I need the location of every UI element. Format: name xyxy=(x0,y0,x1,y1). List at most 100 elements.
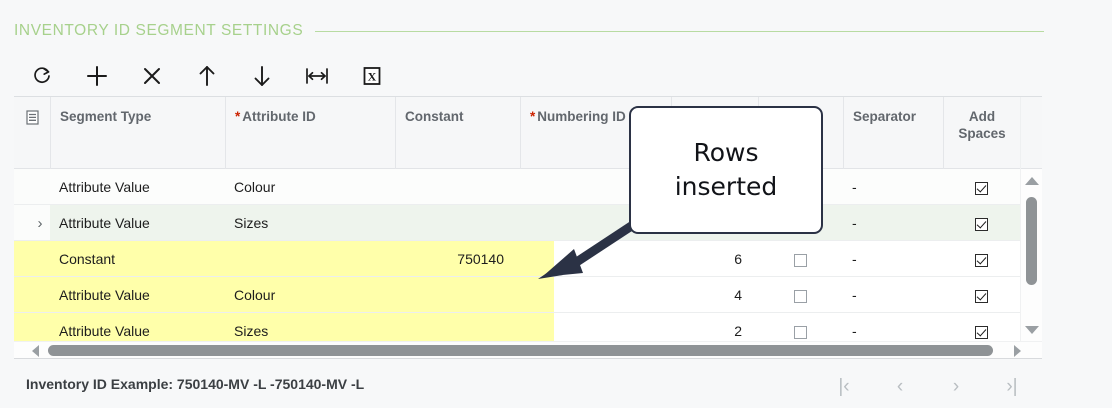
cell-constant[interactable] xyxy=(395,205,520,241)
cell-separator[interactable]: - xyxy=(852,215,857,231)
add-spaces-checkbox[interactable] xyxy=(975,217,988,231)
editable-checkbox[interactable] xyxy=(794,253,807,267)
cell-editable[interactable] xyxy=(758,277,843,313)
row-gutter xyxy=(14,313,50,344)
grid-footer: Inventory ID Example: 750140-MV -L -7501… xyxy=(0,366,1112,408)
cell-add-spaces[interactable] xyxy=(943,277,1020,313)
cell-editable[interactable] xyxy=(758,241,843,277)
vertical-scrollbar[interactable] xyxy=(1020,169,1042,344)
section-header: INVENTORY ID SEGMENT SETTINGS xyxy=(0,18,1112,44)
add-icon[interactable] xyxy=(69,58,124,94)
add-spaces-checkbox[interactable] xyxy=(975,181,988,195)
delete-icon[interactable] xyxy=(124,58,179,94)
row-gutter xyxy=(14,241,50,276)
table-row[interactable]: Attribute Value Sizes 2 - xyxy=(14,313,1042,344)
table-row[interactable]: Attribute Value Colour 4 - xyxy=(14,277,1042,313)
add-spaces-checkbox[interactable] xyxy=(975,325,988,339)
cell-segment-type[interactable]: Attribute Value xyxy=(59,215,150,231)
column-header-scroll-gutter xyxy=(1020,97,1042,169)
inventory-id-example: Inventory ID Example: 750140-MV -L -7501… xyxy=(26,376,365,392)
column-header-attribute-id-label: Attribute ID xyxy=(242,109,316,124)
cell-attribute-id[interactable] xyxy=(225,241,395,277)
column-header-add-spaces-label: Add Spaces xyxy=(958,109,1006,141)
cell-add-spaces[interactable] xyxy=(943,313,1020,344)
cell-segment-type[interactable]: Attribute Value xyxy=(59,323,150,339)
cell-attribute-id[interactable]: Sizes xyxy=(234,323,269,339)
column-header-selector[interactable] xyxy=(14,97,50,169)
row-gutter xyxy=(14,205,50,240)
cell-separator[interactable]: - xyxy=(852,179,857,195)
cell-attribute-id[interactable]: Colour xyxy=(234,287,276,303)
editable-checkbox[interactable] xyxy=(794,325,807,339)
grid-settings-icon xyxy=(25,109,39,125)
cell-add-spaces[interactable] xyxy=(943,169,1020,205)
column-header-attribute-id[interactable]: *Attribute ID xyxy=(225,97,395,169)
column-header-separator[interactable]: Separator xyxy=(843,97,943,169)
scroll-right-icon[interactable] xyxy=(1006,342,1028,359)
table-row[interactable]: › Attribute Value Sizes - xyxy=(14,205,1042,241)
cell-separator[interactable]: - xyxy=(852,251,857,267)
svg-text:X: X xyxy=(367,70,376,84)
cell-length[interactable]: 2 xyxy=(734,323,742,339)
row-expand-icon[interactable]: › xyxy=(37,214,43,232)
grid-header-row: Segment Type *Attribute ID Constant *Num… xyxy=(14,97,1042,169)
move-down-icon[interactable] xyxy=(234,58,289,94)
section-divider xyxy=(315,30,1044,32)
callout-line-2: inserted xyxy=(674,172,778,201)
pagination-controls: |‹ ‹ › ›| xyxy=(816,372,1040,402)
first-page-button[interactable]: |‹ xyxy=(838,376,850,397)
grid-body: Attribute Value Colour - › Attribute Val… xyxy=(14,169,1042,344)
cell-add-spaces[interactable] xyxy=(943,241,1020,277)
cell-constant[interactable] xyxy=(395,169,520,205)
cell-constant[interactable]: 750140 xyxy=(457,251,504,267)
page-title: INVENTORY ID SEGMENT SETTINGS xyxy=(14,22,304,39)
refresh-icon[interactable] xyxy=(14,58,69,94)
column-header-constant-label: Constant xyxy=(405,109,464,124)
move-up-icon[interactable] xyxy=(179,58,234,94)
required-marker: * xyxy=(235,109,241,124)
segment-settings-grid: Segment Type *Attribute ID Constant *Num… xyxy=(14,96,1042,359)
scroll-down-icon[interactable] xyxy=(1021,320,1043,340)
cell-constant[interactable] xyxy=(395,313,520,344)
cell-constant[interactable] xyxy=(395,277,520,313)
cell-editable[interactable] xyxy=(758,313,843,344)
cell-numbering-id[interactable] xyxy=(520,313,671,344)
cell-separator[interactable]: - xyxy=(852,287,857,303)
next-page-button[interactable]: › xyxy=(952,376,960,397)
cell-segment-type[interactable]: Attribute Value xyxy=(59,287,150,303)
grid-toolbar: X xyxy=(14,57,399,95)
export-excel-icon[interactable]: X xyxy=(344,58,399,94)
table-row[interactable]: Constant 750140 6 - xyxy=(14,241,1042,277)
cell-length[interactable]: 4 xyxy=(734,287,742,303)
column-header-numbering-id-label: Numbering ID xyxy=(537,109,626,124)
cell-attribute-id[interactable]: Colour xyxy=(234,179,276,195)
table-row[interactable]: Attribute Value Colour - xyxy=(14,169,1042,205)
column-header-constant[interactable]: Constant xyxy=(395,97,520,169)
cell-attribute-id[interactable]: Sizes xyxy=(234,215,269,231)
column-header-segment-type[interactable]: Segment Type xyxy=(50,97,225,169)
vertical-scrollbar-thumb[interactable] xyxy=(1026,197,1037,285)
editable-checkbox[interactable] xyxy=(794,289,807,303)
column-header-segment-type-label: Segment Type xyxy=(60,109,152,124)
callout-annotation: Rows inserted xyxy=(629,106,823,234)
add-spaces-checkbox[interactable] xyxy=(975,289,988,303)
column-header-add-spaces[interactable]: Add Spaces xyxy=(943,97,1020,169)
horizontal-scrollbar[interactable] xyxy=(14,341,1042,358)
cell-add-spaces[interactable] xyxy=(943,205,1020,241)
cell-separator[interactable]: - xyxy=(852,323,857,339)
callout-line-1: Rows xyxy=(693,138,759,167)
add-spaces-checkbox[interactable] xyxy=(975,253,988,267)
column-header-numbering-id[interactable]: *Numbering ID xyxy=(520,97,671,169)
scroll-up-icon[interactable] xyxy=(1021,171,1043,191)
row-gutter xyxy=(14,169,50,204)
cell-segment-type[interactable]: Attribute Value xyxy=(59,179,150,195)
prev-page-button[interactable]: ‹ xyxy=(896,376,904,397)
fit-columns-icon[interactable] xyxy=(289,58,344,94)
horizontal-scrollbar-thumb[interactable] xyxy=(48,345,993,356)
last-page-button[interactable]: ›| xyxy=(1006,376,1018,397)
required-marker: * xyxy=(530,109,536,124)
cell-length[interactable]: 6 xyxy=(734,251,742,267)
cell-segment-type[interactable]: Constant xyxy=(59,251,116,267)
scroll-left-icon[interactable] xyxy=(24,342,46,359)
row-gutter xyxy=(14,277,50,312)
